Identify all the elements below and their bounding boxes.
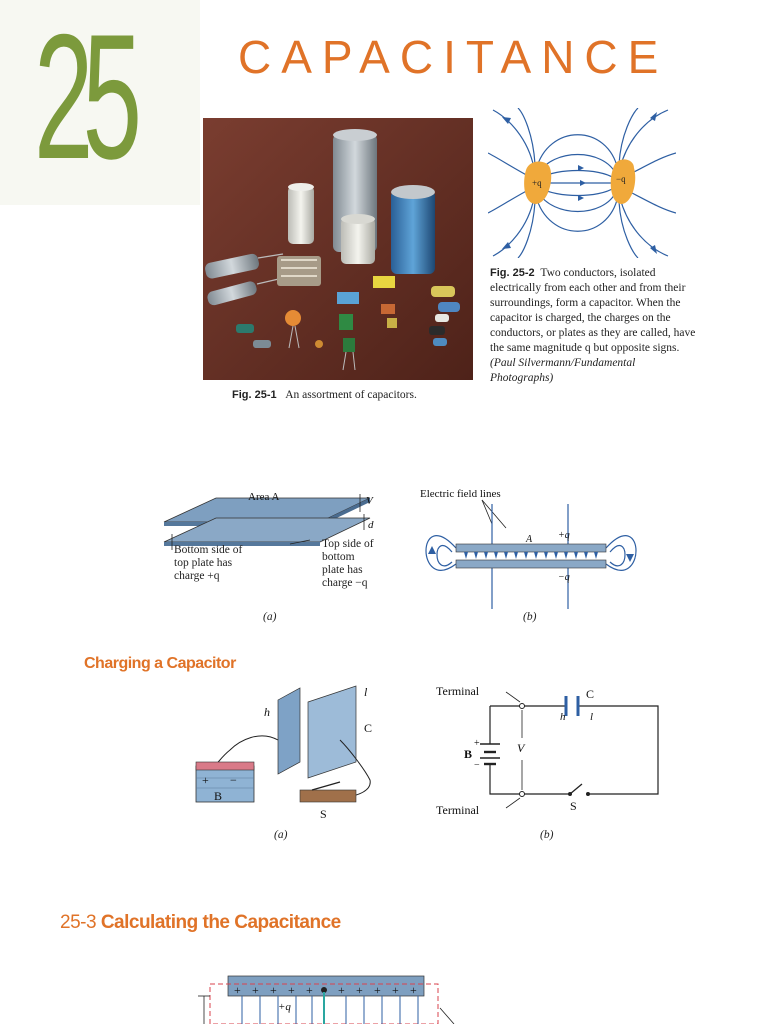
top-plate-label: Top side of bottom plate has charge −q — [322, 538, 374, 590]
svg-text:+: + — [306, 983, 313, 997]
plate-h-label-b: h — [560, 711, 566, 723]
minus-q-label: −q — [616, 174, 626, 184]
section-number: 25-3 — [60, 912, 97, 933]
battery-plus: + — [202, 773, 209, 787]
svg-text:+: + — [338, 983, 345, 997]
svg-text:+: + — [288, 983, 295, 997]
section-heading-charging: Charging a Capacitor — [84, 655, 236, 672]
top-label-2: bottom — [322, 551, 355, 563]
charging-circuit-schematic: Terminal C h l B + − V S Terminal — [436, 684, 659, 817]
battery-label-b: B — [464, 747, 472, 761]
battery-minus-b: − — [474, 760, 480, 771]
fig4-sub-a: (a) — [274, 829, 288, 841]
battery-minus: − — [230, 773, 237, 787]
section-title: Calculating the Capacitance — [100, 912, 341, 933]
plus-q-plate-label: +q — [558, 530, 570, 541]
bottom-plate-label: Bottom side of top plate has charge +q — [174, 544, 242, 583]
plate-l-label-b: l — [590, 711, 593, 723]
svg-text:+: + — [410, 983, 417, 997]
fig1-caption: Fig. 25-1 An assortment of capacitors. — [232, 388, 417, 403]
chapter-title: CAPACITANCE — [238, 31, 669, 83]
capacitor-label-b: C — [586, 687, 594, 701]
minus-q-plate-label: −q — [558, 572, 570, 583]
field-lines-label: Electric field lines — [420, 488, 501, 500]
top-label-1: Top side of — [322, 538, 374, 550]
fig2-caption: Fig. 25-2 Two conductors, isolated elect… — [490, 266, 700, 386]
chapter-number-panel — [0, 0, 200, 205]
fig4-sub-b: (b) — [540, 829, 554, 841]
battery-label-a: B — [214, 789, 222, 803]
fringing-field-figure: Electric field lines A +q −q — [420, 488, 637, 609]
d-label: d — [368, 519, 374, 531]
fig2-caption-text: Two conductors, isolated electrically fr… — [490, 267, 696, 354]
terminal-top-label: Terminal — [436, 684, 480, 698]
svg-text:+: + — [374, 983, 381, 997]
fig1-caption-text: An assortment of capacitors. — [285, 389, 417, 401]
bottom-label-2: top plate has — [174, 557, 233, 569]
terminal-bottom-label: Terminal — [436, 803, 480, 817]
top-label-4: charge −q — [322, 577, 368, 589]
svg-text:+: + — [234, 983, 241, 997]
charging-circuit-illustration: + − B S h l C — [195, 685, 372, 821]
fig3-sub-a: (a) — [263, 611, 277, 623]
fig2-credit: (Paul Silvermann/Fundamental Photographs… — [490, 357, 636, 384]
fig2-label: Fig. 25-2 — [490, 267, 535, 279]
bottom-label-1: Bottom side of — [174, 544, 243, 556]
capacitor-label-a: C — [364, 721, 372, 735]
fig1-label: Fig. 25-1 — [232, 389, 277, 401]
voltage-label: V — [517, 741, 526, 755]
gaussian-surface-figure: + + + + + + + + + + +q — [198, 975, 455, 1024]
parallel-plate-figure: Area A V d — [163, 491, 374, 550]
v-label: V — [366, 495, 374, 507]
plus-q-label: +q — [532, 178, 542, 188]
svg-text:+: + — [252, 983, 259, 997]
battery-plus-b: + — [474, 738, 480, 749]
bottom-label-3: charge +q — [174, 570, 220, 582]
svg-text:+: + — [392, 983, 399, 997]
plate-h-label-a: h — [264, 705, 270, 719]
fig3-sub-b: (b) — [523, 611, 537, 623]
plate-l-label-a: l — [364, 685, 368, 699]
area-label: Area A — [248, 491, 280, 503]
field-lines-figure: +q −q — [488, 108, 676, 258]
capacitor-photo — [203, 118, 473, 380]
svg-text:+: + — [270, 983, 277, 997]
section-heading-calculating: 25-3 Calculating the Capacitance — [60, 912, 341, 934]
switch-label-b: S — [570, 799, 577, 813]
top-label-3: plate has — [322, 564, 363, 576]
svg-text:+: + — [356, 983, 363, 997]
switch-label-a: S — [320, 807, 327, 821]
plus-q-bottom: +q — [278, 1001, 291, 1013]
plate-a-label: A — [525, 534, 533, 545]
chapter-number: 25 — [34, 0, 142, 196]
